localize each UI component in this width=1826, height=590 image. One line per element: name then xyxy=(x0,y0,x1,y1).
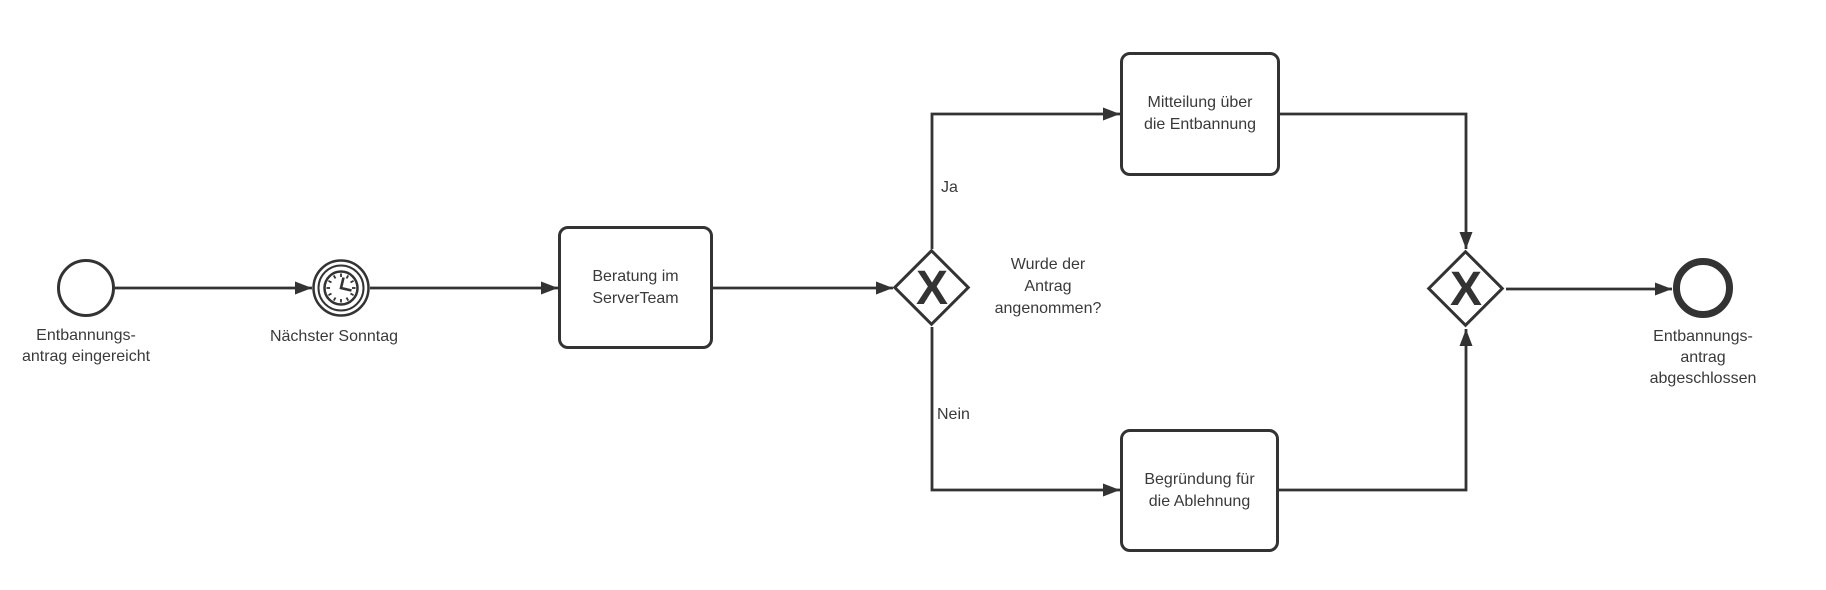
flow-mitteilung-to-merge xyxy=(1280,112,1473,249)
end-event xyxy=(1673,258,1733,318)
flow-nein-to-begruendung xyxy=(930,327,1120,497)
exclusive-gateway-x-icon: X xyxy=(1449,262,1482,316)
branch-label-ja: Ja xyxy=(941,179,958,196)
flow-begruendung-to-merge xyxy=(1279,329,1473,492)
branch-label-nein: Nein xyxy=(937,406,970,423)
task-beratung: Beratung im ServerTeam xyxy=(558,226,713,349)
exclusive-gateway-x-icon: X xyxy=(915,261,948,315)
timer-event-label: Nächster Sonntag xyxy=(269,328,399,345)
task-mitteilung: Mitteilung über die Entbannung xyxy=(1120,52,1280,176)
start-event xyxy=(57,259,115,317)
end-event-label: Entbannungs- antrag abgeschlossen xyxy=(1649,328,1757,387)
start-event-label: Entbannungs- antrag eingereicht xyxy=(21,327,151,365)
task-begruendung: Begründung für die Ablehnung xyxy=(1120,429,1279,552)
clock-icon xyxy=(312,259,370,317)
flow-ja-to-mitteilung xyxy=(930,107,1120,249)
task-mitteilung-label: Mitteilung über die Entbannung xyxy=(1143,94,1257,133)
timer-event xyxy=(312,259,370,317)
gateway-question-label: Wurde der Antrag angenommen? xyxy=(994,256,1102,317)
task-begruendung-label: Begründung für die Ablehnung xyxy=(1144,470,1255,510)
task-beratung-label: Beratung im ServerTeam xyxy=(592,267,679,307)
